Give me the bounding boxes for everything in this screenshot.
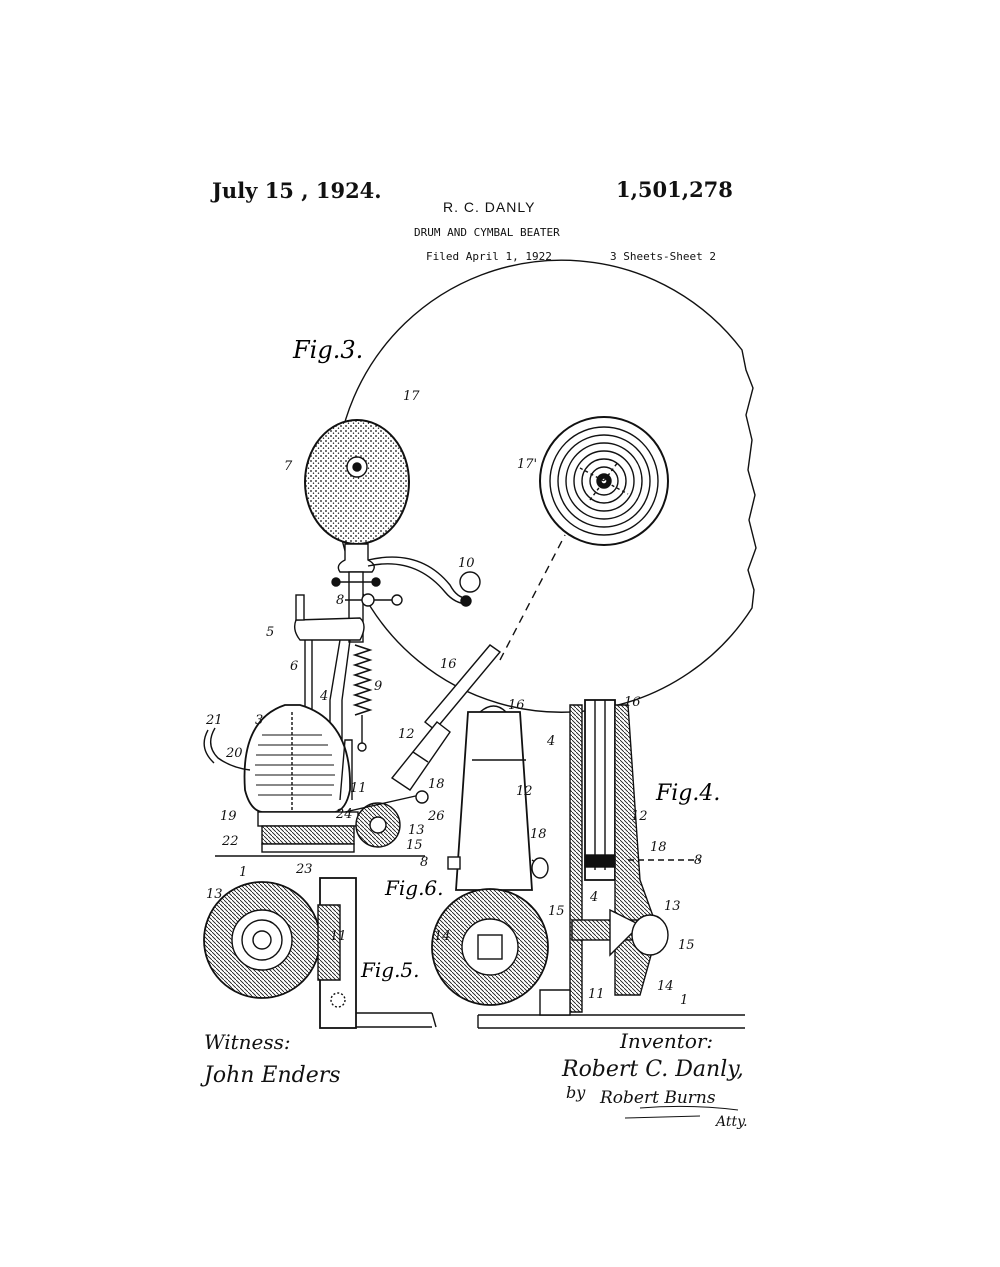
ref-numeral: 24 [335, 807, 353, 822]
ref-numeral: 16 [508, 698, 525, 713]
ref-numeral: 14 [434, 929, 451, 944]
ref-numeral: 12 [631, 809, 648, 824]
inventor-label: Inventor: [619, 1029, 713, 1053]
ref-numeral: 11 [350, 781, 367, 796]
ref-numeral: 12 [398, 727, 415, 742]
ref-numeral: 26 [427, 809, 445, 824]
reference-numerals: 17 17' 7 10 8 5 16 6 9 4 21 3 12 20 11 1… [205, 389, 702, 1008]
ref-numeral: 9 [374, 679, 382, 694]
ref-numeral: 22 [221, 834, 239, 849]
strike-path-line [499, 534, 566, 661]
ref-numeral: 3 [255, 713, 263, 728]
ref-numeral: 1 [239, 865, 247, 880]
patent-number: 1,501,278 [616, 177, 733, 202]
witness-signature: John Enders [200, 1063, 341, 1088]
ref-numeral: 11 [330, 929, 347, 944]
inventor-name-header: R. C. DANLY [443, 199, 536, 215]
drum-beater-ball [304, 419, 410, 545]
cymbal-bell [539, 416, 669, 546]
ref-numeral: 18 [530, 827, 547, 842]
ref-numeral: 11 [588, 987, 605, 1002]
ref-numeral: 17 [403, 389, 420, 404]
figure-5-drawing [203, 877, 437, 1029]
figure-4-drawing [539, 699, 700, 1016]
signature-block: Witness: John Enders Inventor: Robert C.… [200, 1029, 748, 1130]
ref-numeral: 4 [589, 890, 598, 905]
ref-numeral: 1 [680, 993, 688, 1008]
ref-numeral: 16 [624, 695, 641, 710]
fig4-label: Fig.4. [655, 781, 720, 806]
patent-date: July 15 , 1924. [212, 178, 382, 203]
ref-numeral: 20 [225, 746, 243, 761]
patent-title: DRUM AND CYMBAL BEATER [414, 226, 560, 239]
atty-label: Atty. [714, 1114, 748, 1130]
ref-numeral: 18 [428, 777, 445, 792]
attorney-signature: Robert Burns [599, 1088, 716, 1108]
ref-numeral: 19 [220, 809, 237, 824]
fig5-label: Fig.5. [360, 958, 420, 982]
sheet-count: 3 Sheets-Sheet 2 [610, 250, 716, 263]
ref-numeral: 7 [284, 459, 293, 474]
ref-numeral: 4 [546, 734, 555, 749]
ref-numeral: 21 [205, 713, 223, 728]
figure-6-drawing [431, 705, 745, 1029]
ref-numeral: 8 [420, 855, 428, 870]
ref-numeral: 8 [694, 853, 702, 868]
fig3-label: Fig.3. [292, 336, 363, 364]
ref-numeral: 12 [516, 784, 533, 799]
ref-numeral: 6 [290, 659, 298, 674]
inventor-signature: Robert C. Danly, [561, 1057, 744, 1082]
ref-numeral: 14 [657, 979, 674, 994]
ref-numeral: 13 [206, 887, 223, 902]
witness-label: Witness: [204, 1030, 291, 1054]
ref-numeral: 4 [319, 689, 328, 704]
ref-numeral: 23 [295, 862, 313, 877]
ref-numeral: 13 [664, 899, 681, 914]
ref-numeral: 18 [650, 840, 667, 855]
ref-numeral: 10 [458, 556, 475, 571]
ref-numeral: 8 [336, 593, 344, 608]
pedal-footplate [243, 704, 351, 813]
ref-numeral: 15 [678, 938, 695, 953]
ref-numeral: 15 [548, 904, 565, 919]
ref-numeral: 17' [517, 457, 537, 472]
ref-numeral: 16 [440, 657, 457, 672]
ref-numeral: 13 [408, 823, 425, 838]
filing-date: Filed April 1, 1922 [426, 250, 552, 263]
fig6-label: Fig.6. [384, 876, 444, 900]
ref-numeral: 5 [266, 625, 274, 640]
by-label: by [566, 1083, 586, 1102]
ref-numeral: 15 [406, 838, 423, 853]
